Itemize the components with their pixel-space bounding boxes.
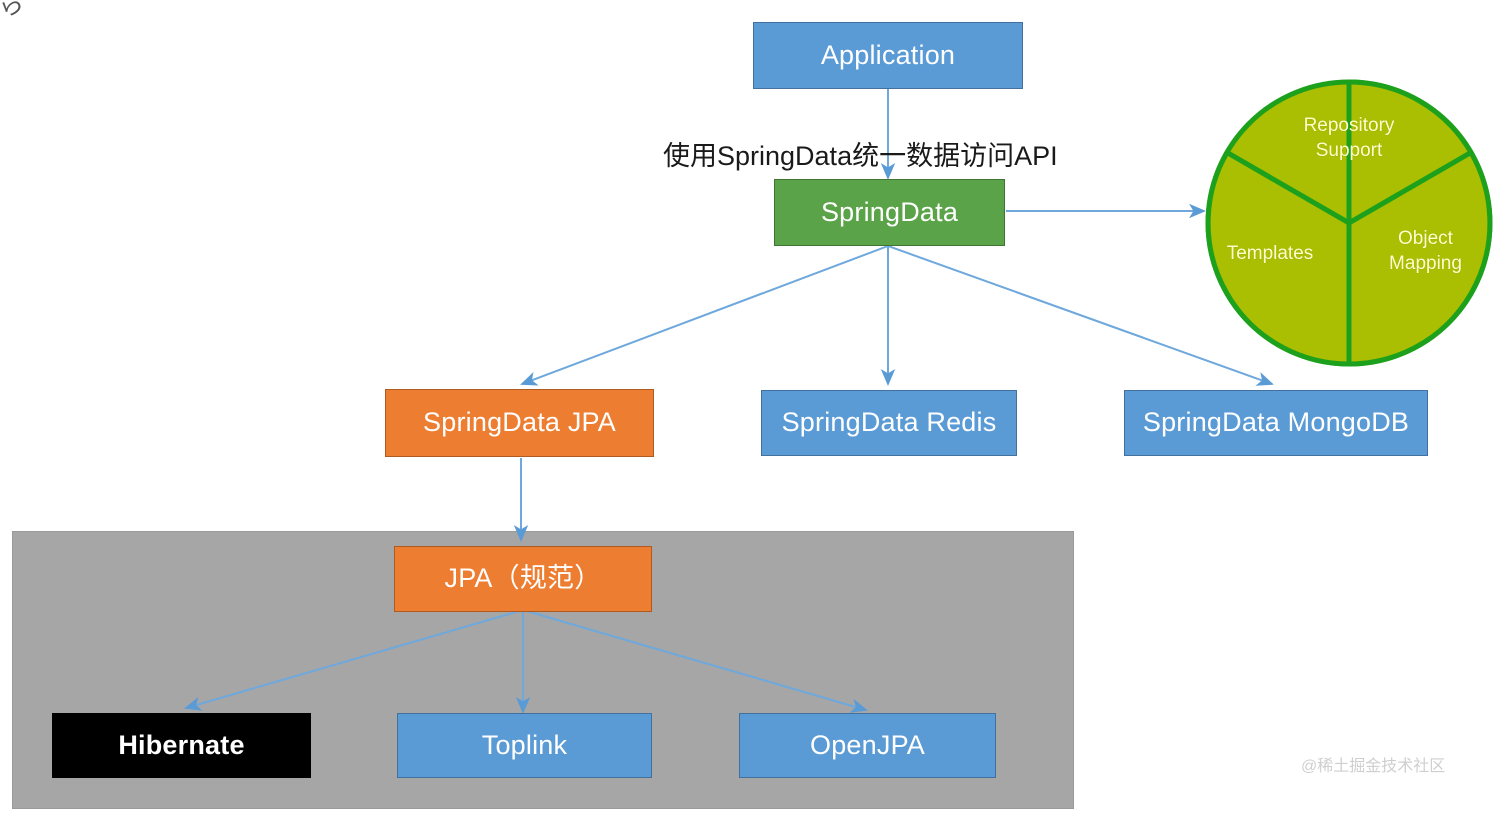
- pie-svg: [1205, 79, 1493, 367]
- corner-artifact-glyph: ら: [0, 0, 29, 24]
- node-openjpa[interactable]: OpenJPA: [739, 713, 996, 778]
- node-openjpa-label: OpenJPA: [810, 729, 925, 760]
- node-toplink[interactable]: Toplink: [397, 713, 652, 778]
- springdata-capabilities-pie: Repository Support Templates Object Mapp…: [1205, 79, 1493, 367]
- pie-slice-repository-support: [1346, 79, 1475, 228]
- watermark-label: @稀土掘金技术社区: [1301, 758, 1446, 775]
- node-springdata-mongodb[interactable]: SpringData MongoDB: [1124, 390, 1428, 456]
- node-jpa-spec-label: JPA（规范）: [444, 563, 602, 594]
- pie-slice-object-mapping: [1346, 149, 1493, 367]
- pie-label-repository-support: Repository Support: [1303, 115, 1395, 161]
- node-application-label: Application: [820, 39, 956, 70]
- edge-springdata-to-jpa: [520, 245, 889, 386]
- node-springdata-mongodb-label: SpringData MongoDB: [1142, 407, 1410, 438]
- node-toplink-label: Toplink: [481, 729, 568, 760]
- node-hibernate-label: Hibernate: [118, 729, 245, 760]
- node-springdata-redis-label: SpringData Redis: [781, 407, 997, 438]
- pie-label-object-mapping: Object Mapping: [1389, 228, 1462, 274]
- node-springdata[interactable]: SpringData: [774, 179, 1005, 246]
- node-springdata-label: SpringData: [820, 196, 959, 227]
- node-jpa-spec[interactable]: JPA（规范）: [394, 546, 652, 612]
- node-hibernate[interactable]: Hibernate: [52, 713, 311, 778]
- node-springdata-jpa-label: SpringData JPA: [423, 407, 616, 438]
- edge-label-springdata-api: 使用SpringData统一数据访问API: [663, 141, 1058, 171]
- node-application[interactable]: Application: [753, 22, 1023, 89]
- node-springdata-jpa[interactable]: SpringData JPA: [385, 389, 654, 457]
- pie-label-templates: Templates: [1226, 243, 1314, 264]
- pie-slice-templates: [1205, 149, 1352, 367]
- node-springdata-redis[interactable]: SpringData Redis: [761, 390, 1017, 456]
